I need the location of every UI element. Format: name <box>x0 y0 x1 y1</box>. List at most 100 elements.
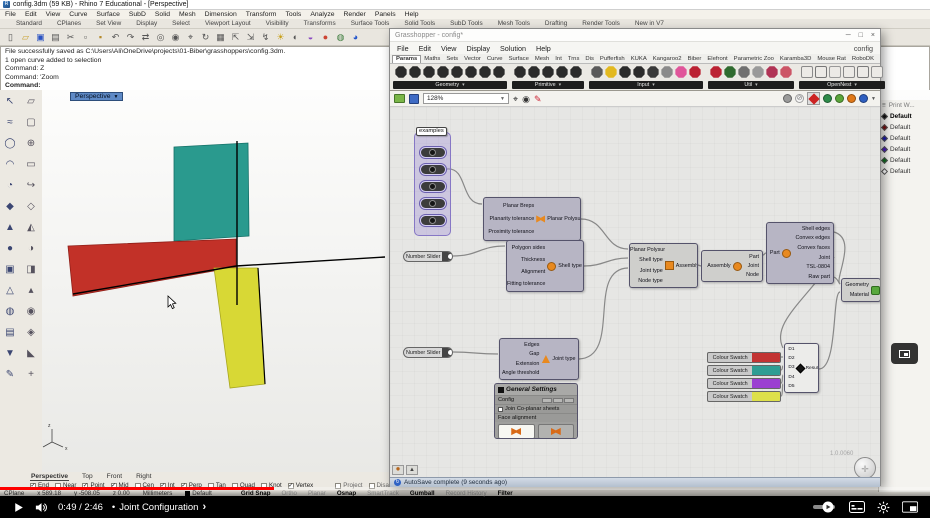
rhino-toolbar-tab[interactable]: New in V7 <box>634 20 664 27</box>
viewport-tab[interactable]: Top <box>82 473 93 480</box>
rhino-toolbar-icon[interactable]: ◐ <box>292 32 299 42</box>
osnap-toggle[interactable]: Vertex <box>287 482 313 489</box>
component-output[interactable]: Planar Polysurface <box>547 216 580 222</box>
sidebar-tool-icon[interactable]: ◍ <box>5 306 15 317</box>
rhino-menu-item[interactable]: Analyze <box>310 11 335 18</box>
rhino-toolbar-icon[interactable]: ↻ <box>201 32 210 42</box>
grasshopper-menu-item[interactable]: View <box>440 43 457 53</box>
front-edge-curve[interactable] <box>72 265 237 295</box>
sidebar-tool-icon[interactable]: ◉ <box>26 306 36 317</box>
viewport-title[interactable]: Perspective ▼ <box>70 92 124 101</box>
component-icon[interactable] <box>766 66 778 78</box>
category-tab[interactable]: Curve <box>486 56 503 62</box>
grasshopper-menu-item[interactable]: File <box>397 43 409 53</box>
rhino-toolbar-icon[interactable]: ⇄ <box>141 32 150 42</box>
viewport-tab[interactable]: Front <box>106 473 123 480</box>
component-icon[interactable] <box>437 66 449 78</box>
play-icon[interactable] <box>12 501 25 514</box>
rhino-toolbar-icon[interactable]: ◒ <box>307 32 314 42</box>
examples-group[interactable] <box>414 132 451 236</box>
rhino-toolbar-icon[interactable]: ◕ <box>352 32 359 42</box>
grasshopper-menu-item[interactable]: Help <box>536 43 551 53</box>
palette-group-bar[interactable]: Util▾ <box>708 81 794 89</box>
shaded-preview-icon[interactable] <box>823 94 833 103</box>
palette-group-bar[interactable]: OpenNest▾ <box>799 81 885 89</box>
config-options[interactable] <box>541 397 574 403</box>
canvas-compass-widget[interactable]: ✛ <box>854 457 876 477</box>
osnap-toggle[interactable]: Quad <box>231 482 255 489</box>
swatch-color-chip[interactable] <box>752 392 780 401</box>
alignment-option[interactable] <box>537 424 574 438</box>
osnap-extra-toggle[interactable]: Disable <box>368 482 397 489</box>
component-output[interactable]: Shell type <box>558 263 582 269</box>
picture-in-picture-overlay-button[interactable] <box>891 343 918 364</box>
component-input[interactable]: Fitting tolerance <box>507 281 546 287</box>
rhino-toolbar-icon[interactable]: ◎ <box>156 32 165 42</box>
component-output[interactable]: Convex edges <box>795 235 830 242</box>
checkbox[interactable] <box>82 482 89 489</box>
window-control-icon[interactable]: ─ <box>845 31 851 39</box>
sidebar-tool-icon[interactable]: ◭ <box>27 222 35 233</box>
component-input[interactable]: Gap <box>529 351 540 358</box>
miniplayer-icon[interactable] <box>902 501 918 513</box>
component-input[interactable]: Extension <box>515 360 540 367</box>
layer-color-diamond-icon[interactable] <box>880 112 889 121</box>
settings-gear-icon[interactable] <box>877 501 890 514</box>
component-input[interactable]: Planar Polysurface <box>630 247 665 254</box>
yellow-surface[interactable] <box>213 267 266 389</box>
component-input[interactable]: Planarity tolerance <box>489 215 535 222</box>
component-output[interactable]: Node <box>746 272 759 279</box>
sidebar-tool-icon[interactable]: ▢ <box>26 117 36 128</box>
component-output[interactable]: Assembly <box>675 262 697 269</box>
sidebar-tool-icon[interactable]: + <box>28 369 34 380</box>
category-tab[interactable]: Maths <box>424 56 441 62</box>
command-prompt[interactable]: Command: <box>5 82 41 90</box>
checkbox[interactable] <box>55 482 62 489</box>
rhino-toolbar-icon[interactable]: ⌖ <box>187 32 194 42</box>
sidebar-tool-icon[interactable]: ◑ <box>27 243 35 254</box>
component-icon[interactable] <box>479 66 491 78</box>
osnap-toggle[interactable]: Cen <box>134 482 154 489</box>
rhino-toolbar-icon[interactable]: ↯ <box>261 32 270 42</box>
component-input[interactable]: Angle threshold <box>501 370 540 377</box>
rhino-toolbar-icon[interactable]: ● <box>322 32 329 42</box>
rhino-menu-item[interactable]: Help <box>404 11 419 18</box>
component-input[interactable]: D2 <box>788 356 795 362</box>
component-icon[interactable] <box>780 66 792 78</box>
curve-param-pill[interactable] <box>418 197 447 210</box>
component-input[interactable]: Polygon sides <box>511 245 546 251</box>
checkbox[interactable] <box>335 482 342 489</box>
layer-row[interactable]: Default <box>880 133 930 144</box>
sidebar-tool-icon[interactable]: ✎ <box>5 369 15 380</box>
no-preview-icon[interactable] <box>783 94 793 103</box>
component-icon[interactable] <box>815 66 827 78</box>
category-tab[interactable]: Karamba3D <box>779 56 812 62</box>
component-input[interactable]: Alignment <box>521 269 546 275</box>
rhino-menu-item[interactable]: Panels <box>374 11 396 18</box>
rhino-toolbar-icon[interactable]: ⇱ <box>231 32 240 42</box>
rhino-menu-item[interactable]: Dimension <box>204 11 237 18</box>
component-icon[interactable] <box>493 66 505 78</box>
category-tab[interactable]: Surface <box>508 56 529 62</box>
component-icon[interactable] <box>556 66 568 78</box>
component-output[interactable]: Joint type <box>552 356 576 362</box>
swatch-color-chip[interactable] <box>752 366 780 375</box>
rhino-toolbar-tab[interactable]: Transforms <box>303 20 336 27</box>
component-input[interactable]: D3 <box>788 365 795 371</box>
markup-button[interactable]: ✹ <box>392 465 404 475</box>
category-tab[interactable]: RoboDK <box>851 56 875 62</box>
rhino-toolbar-tab[interactable]: Select <box>172 20 190 27</box>
component-output[interactable]: TSL-0804 <box>806 264 830 271</box>
group-label-tag[interactable]: examples <box>416 127 447 136</box>
component-icon[interactable] <box>619 66 631 78</box>
component-icon[interactable] <box>801 66 813 78</box>
category-tab[interactable]: Params <box>392 55 422 63</box>
grasshopper-title-bar[interactable]: Grasshopper - config* ─□× <box>390 29 880 42</box>
open-file-icon[interactable] <box>394 94 405 103</box>
